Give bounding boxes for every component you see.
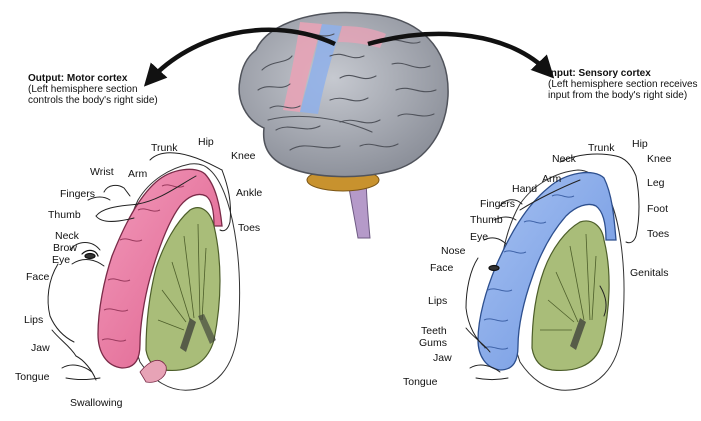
motor-cortex-section [47, 152, 240, 391]
motor-label-brow: Brow [53, 242, 77, 254]
sensory-label-face: Face [430, 262, 454, 274]
sensory-cortex-section [465, 153, 640, 391]
sensory-label-trunk: Trunk [588, 142, 615, 154]
motor-cortex-header: Output: Motor cortex (Left hemisphere se… [28, 73, 158, 107]
sensory-input-arrow [367, 31, 555, 79]
motor-label-tongue: Tongue [15, 371, 50, 383]
motor-label-thumb: Thumb [48, 209, 81, 221]
motor-label-face: Face [26, 271, 50, 283]
motor-label-hip: Hip [198, 136, 214, 148]
sensory-label-thumb: Thumb [470, 214, 503, 226]
sensory-label-leg: Leg [647, 177, 665, 189]
motor-label-fingers: Fingers [60, 188, 96, 200]
motor-label-jaw: Jaw [31, 342, 50, 354]
brain-illustration [238, 11, 449, 239]
motor-label-trunk: Trunk [151, 142, 178, 154]
sensory-label-jaw: Jaw [433, 352, 452, 364]
motor-label-toes: Toes [238, 222, 261, 234]
sensory-label-gums: Gums [419, 337, 448, 349]
motor-cortex-desc-line1: (Left hemisphere section [28, 84, 138, 96]
sensory-label-nose: Nose [441, 245, 466, 257]
sensory-label-lips: Lips [428, 295, 448, 307]
sensory-label-knee: Knee [647, 153, 672, 165]
sensory-label-foot: Foot [647, 203, 669, 215]
sensory-label-toes: Toes [647, 228, 670, 240]
sensory-cortex-header: Input: Sensory cortex (Left hemisphere s… [548, 68, 698, 102]
sensory-label-tongue: Tongue [403, 376, 438, 388]
motor-output-arrow [143, 27, 336, 87]
sensory-label-hip: Hip [632, 138, 648, 150]
motor-label-arm: Arm [128, 168, 148, 180]
sensory-label-teeth: Teeth [421, 325, 447, 337]
motor-cortex-desc-line2: controls the body's right side) [28, 95, 158, 107]
sensory-label-genitals: Genitals [630, 267, 669, 279]
sensory-label-fingers: Fingers [480, 198, 516, 210]
sensory-label-arm: Arm [542, 173, 562, 185]
sensory-label-hand: Hand [512, 183, 538, 195]
motor-label-eye: Eye [52, 254, 71, 266]
motor-label-lips: Lips [24, 314, 44, 326]
sensory-cortex-desc-line1: (Left hemisphere section receives [548, 79, 698, 91]
motor-label-swallowing: Swallowing [70, 397, 123, 409]
sensory-cortex-desc-line2: input from the body's right side) [548, 90, 688, 102]
motor-cortex-title: Output: Motor cortex [28, 73, 128, 84]
motor-label-knee: Knee [231, 150, 256, 162]
motor-label-ankle: Ankle [236, 187, 263, 199]
sensory-cortex-title: Input: Sensory cortex [548, 68, 651, 79]
sensory-label-neck: Neck [552, 153, 576, 165]
motor-label-wrist: Wrist [90, 166, 114, 178]
motor-label-neck: Neck [55, 230, 79, 242]
sensory-label-eye: Eye [470, 231, 489, 243]
